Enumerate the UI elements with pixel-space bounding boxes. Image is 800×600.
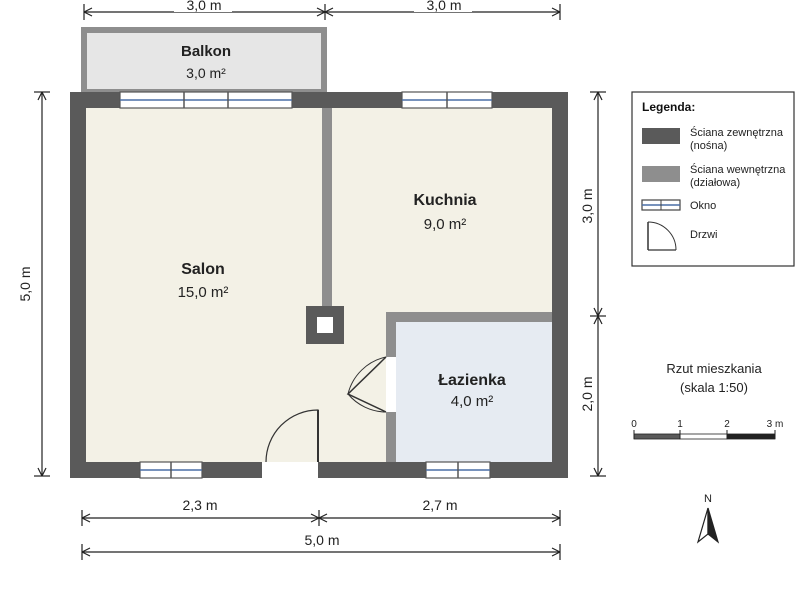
wall-salon-kitchen [322,108,332,318]
legend-title: Legenda: [642,100,695,114]
wall-right [552,92,568,478]
bathroom-name: Łazienka [438,372,506,389]
dim-bottom-right: 2,7 m [422,497,457,513]
interior-walls [322,108,552,462]
wall-bathroom-left-upper [386,312,396,357]
scale-label-1: 1 [677,419,683,430]
bathroom-floor [396,322,552,462]
window-top-right [401,91,493,109]
legend-interior-wall-sublabel: (działowa) [690,177,740,189]
plan-title: Rzut mieszkania [666,361,762,376]
dim-right-lower: 2,0 m [579,376,595,411]
window-bottom-right [425,461,491,479]
north-arrow-icon: N [696,493,720,544]
chimney [306,306,344,344]
windows [119,91,493,479]
dim-top-left: 3,0 m [186,0,221,13]
north-label: N [704,493,712,505]
legend: Legenda: Ściana zewnętrzna (nośna) Ścian… [631,91,795,267]
salon-floor [86,108,322,462]
balcony-area: 3,0 m² [186,65,226,81]
legend-interior-wall-swatch [642,166,680,182]
window-bottom-left [139,461,203,479]
kitchen-name: Kuchnia [413,192,476,209]
kitchen-area: 9,0 m² [424,216,467,233]
door-entrance [262,409,319,478]
scale-label-0: 0 [631,419,637,430]
wall-left [70,92,86,478]
scale-bar: 0 1 2 3 m [631,419,784,440]
plan-scale-note: (skala 1:50) [680,380,748,395]
legend-exterior-wall-swatch [642,128,680,144]
wall-bathroom-top [386,312,552,322]
window-top-left [119,91,293,109]
door-bathroom [346,356,396,413]
legend-interior-wall-label: Ściana wewnętrzna [690,163,786,176]
dim-bottom-left: 2,3 m [182,497,217,513]
balcony-name: Balkon [181,43,231,60]
dim-top-right: 3,0 m [426,0,461,13]
wall-bathroom-left-lower [386,412,396,462]
legend-window-label: Okno [690,200,716,212]
balcony-floor [81,27,327,95]
legend-door-label: Drzwi [690,229,718,241]
balcony: Balkon 3,0 m² [81,27,327,95]
salon-area: 15,0 m² [178,284,229,301]
legend-exterior-wall-sublabel: (nośna) [690,140,727,152]
dim-left-height: 5,0 m [17,266,33,301]
bathroom-area: 4,0 m² [451,393,494,410]
salon-name: Salon [181,261,225,278]
scale-label-2: 2 [724,419,730,430]
dim-right-upper: 3,0 m [579,188,595,223]
legend-window-icon [641,199,681,211]
legend-door-icon [647,221,677,251]
dim-bottom-total: 5,0 m [304,532,339,548]
scale-label-3: 3 m [767,419,784,430]
legend-exterior-wall-label: Ściana zewnętrzna [690,126,784,139]
dimension-label-backgrounds [174,2,472,12]
dimension-lines [34,4,606,560]
